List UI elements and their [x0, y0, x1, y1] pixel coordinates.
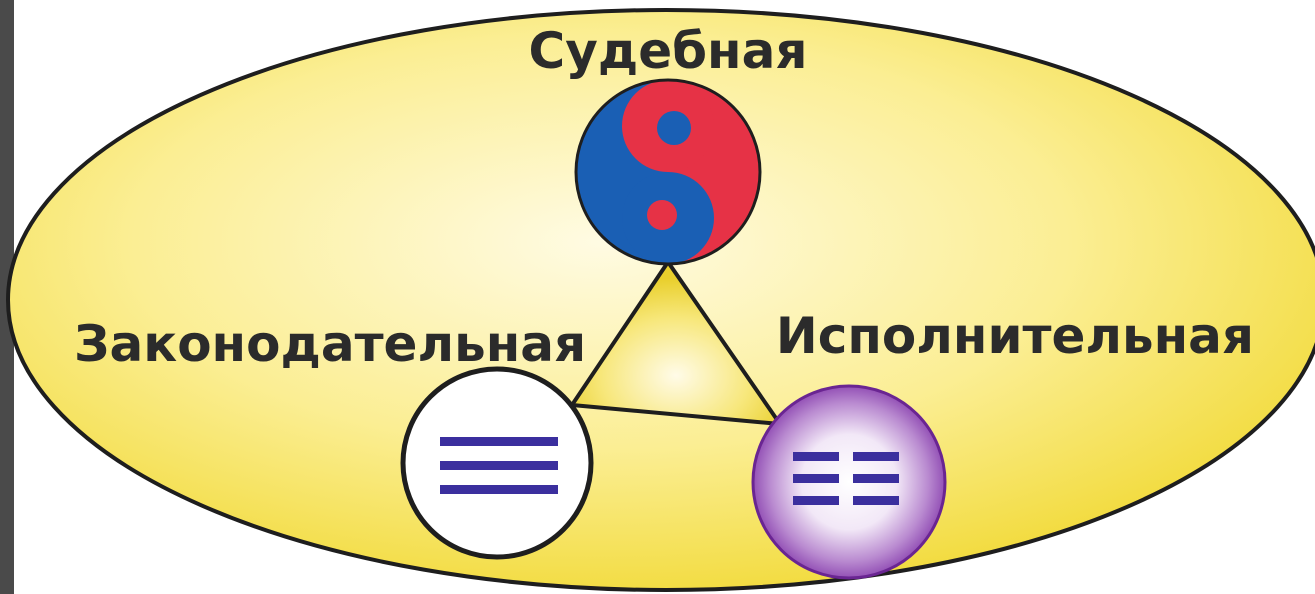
yin-yang-icon	[574, 78, 762, 266]
legislative-label: Законодательная	[74, 315, 586, 373]
judicial-label: Судебная	[529, 22, 808, 80]
executive-label: Исполнительная	[776, 307, 1254, 365]
broken-trigram-icon	[751, 384, 947, 580]
connecting-triangle	[570, 260, 782, 426]
solid-trigram-icon	[400, 366, 594, 560]
